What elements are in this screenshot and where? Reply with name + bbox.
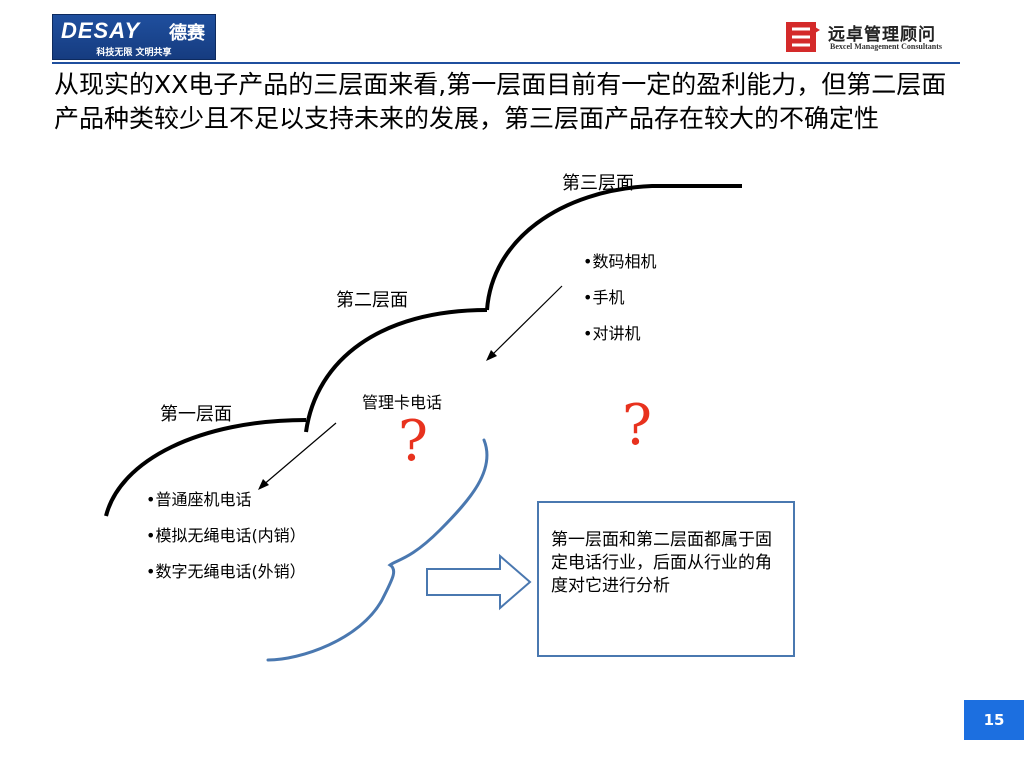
first-layer-curve xyxy=(104,418,307,517)
third-layer-item: •数码相机 xyxy=(583,252,657,271)
arrow-second-to-first xyxy=(261,422,337,487)
question-mark-third-layer: ? xyxy=(622,393,653,458)
header-divider xyxy=(52,62,960,64)
bexcel-logo-icon xyxy=(786,22,820,52)
bexcel-logo-name: 远卓管理顾问 xyxy=(828,25,936,45)
first-layer-item: •模拟无绳电话(内销） xyxy=(146,526,306,545)
desay-logo-slogan: 科技无限 文明共享 xyxy=(96,48,172,58)
second-layer-label: 第二层面 xyxy=(336,290,408,311)
second-layer-curve xyxy=(304,308,488,433)
desay-logo-brand-cn: 德赛 xyxy=(169,23,205,44)
third-layer-curve xyxy=(485,184,742,311)
page-number-badge: 15 xyxy=(964,700,1024,740)
desay-logo: DESAY 德赛 科技无限 文明共享 xyxy=(52,14,216,60)
second-layer-item: 管理卡电话 xyxy=(362,393,443,412)
block-arrow xyxy=(426,553,532,611)
third-layer-item: •手机 xyxy=(583,288,625,307)
note-box: 第一层面和第二层面都属于固定电话行业，后面从行业的角度对它进行分析 xyxy=(537,501,795,657)
third-layer-label: 第三层面 xyxy=(562,173,634,194)
third-layer-item: •对讲机 xyxy=(583,324,641,343)
arrow-third-to-second xyxy=(489,285,563,358)
question-mark-second-layer: ? xyxy=(398,409,429,474)
bexcel-logo-name-en: Bexcel Management Consultants xyxy=(830,42,942,51)
first-layer-item: •数字无绳电话(外销） xyxy=(146,562,306,581)
grouping-brace xyxy=(266,438,489,662)
slide-title: 从现实的XX电子产品的三层面来看,第一层面目前有一定的盈利能力，但第二层面产品种… xyxy=(54,70,947,133)
first-layer-label: 第一层面 xyxy=(160,404,232,425)
desay-logo-brand: DESAY xyxy=(61,18,141,43)
first-layer-item: •普通座机电话 xyxy=(146,490,252,509)
